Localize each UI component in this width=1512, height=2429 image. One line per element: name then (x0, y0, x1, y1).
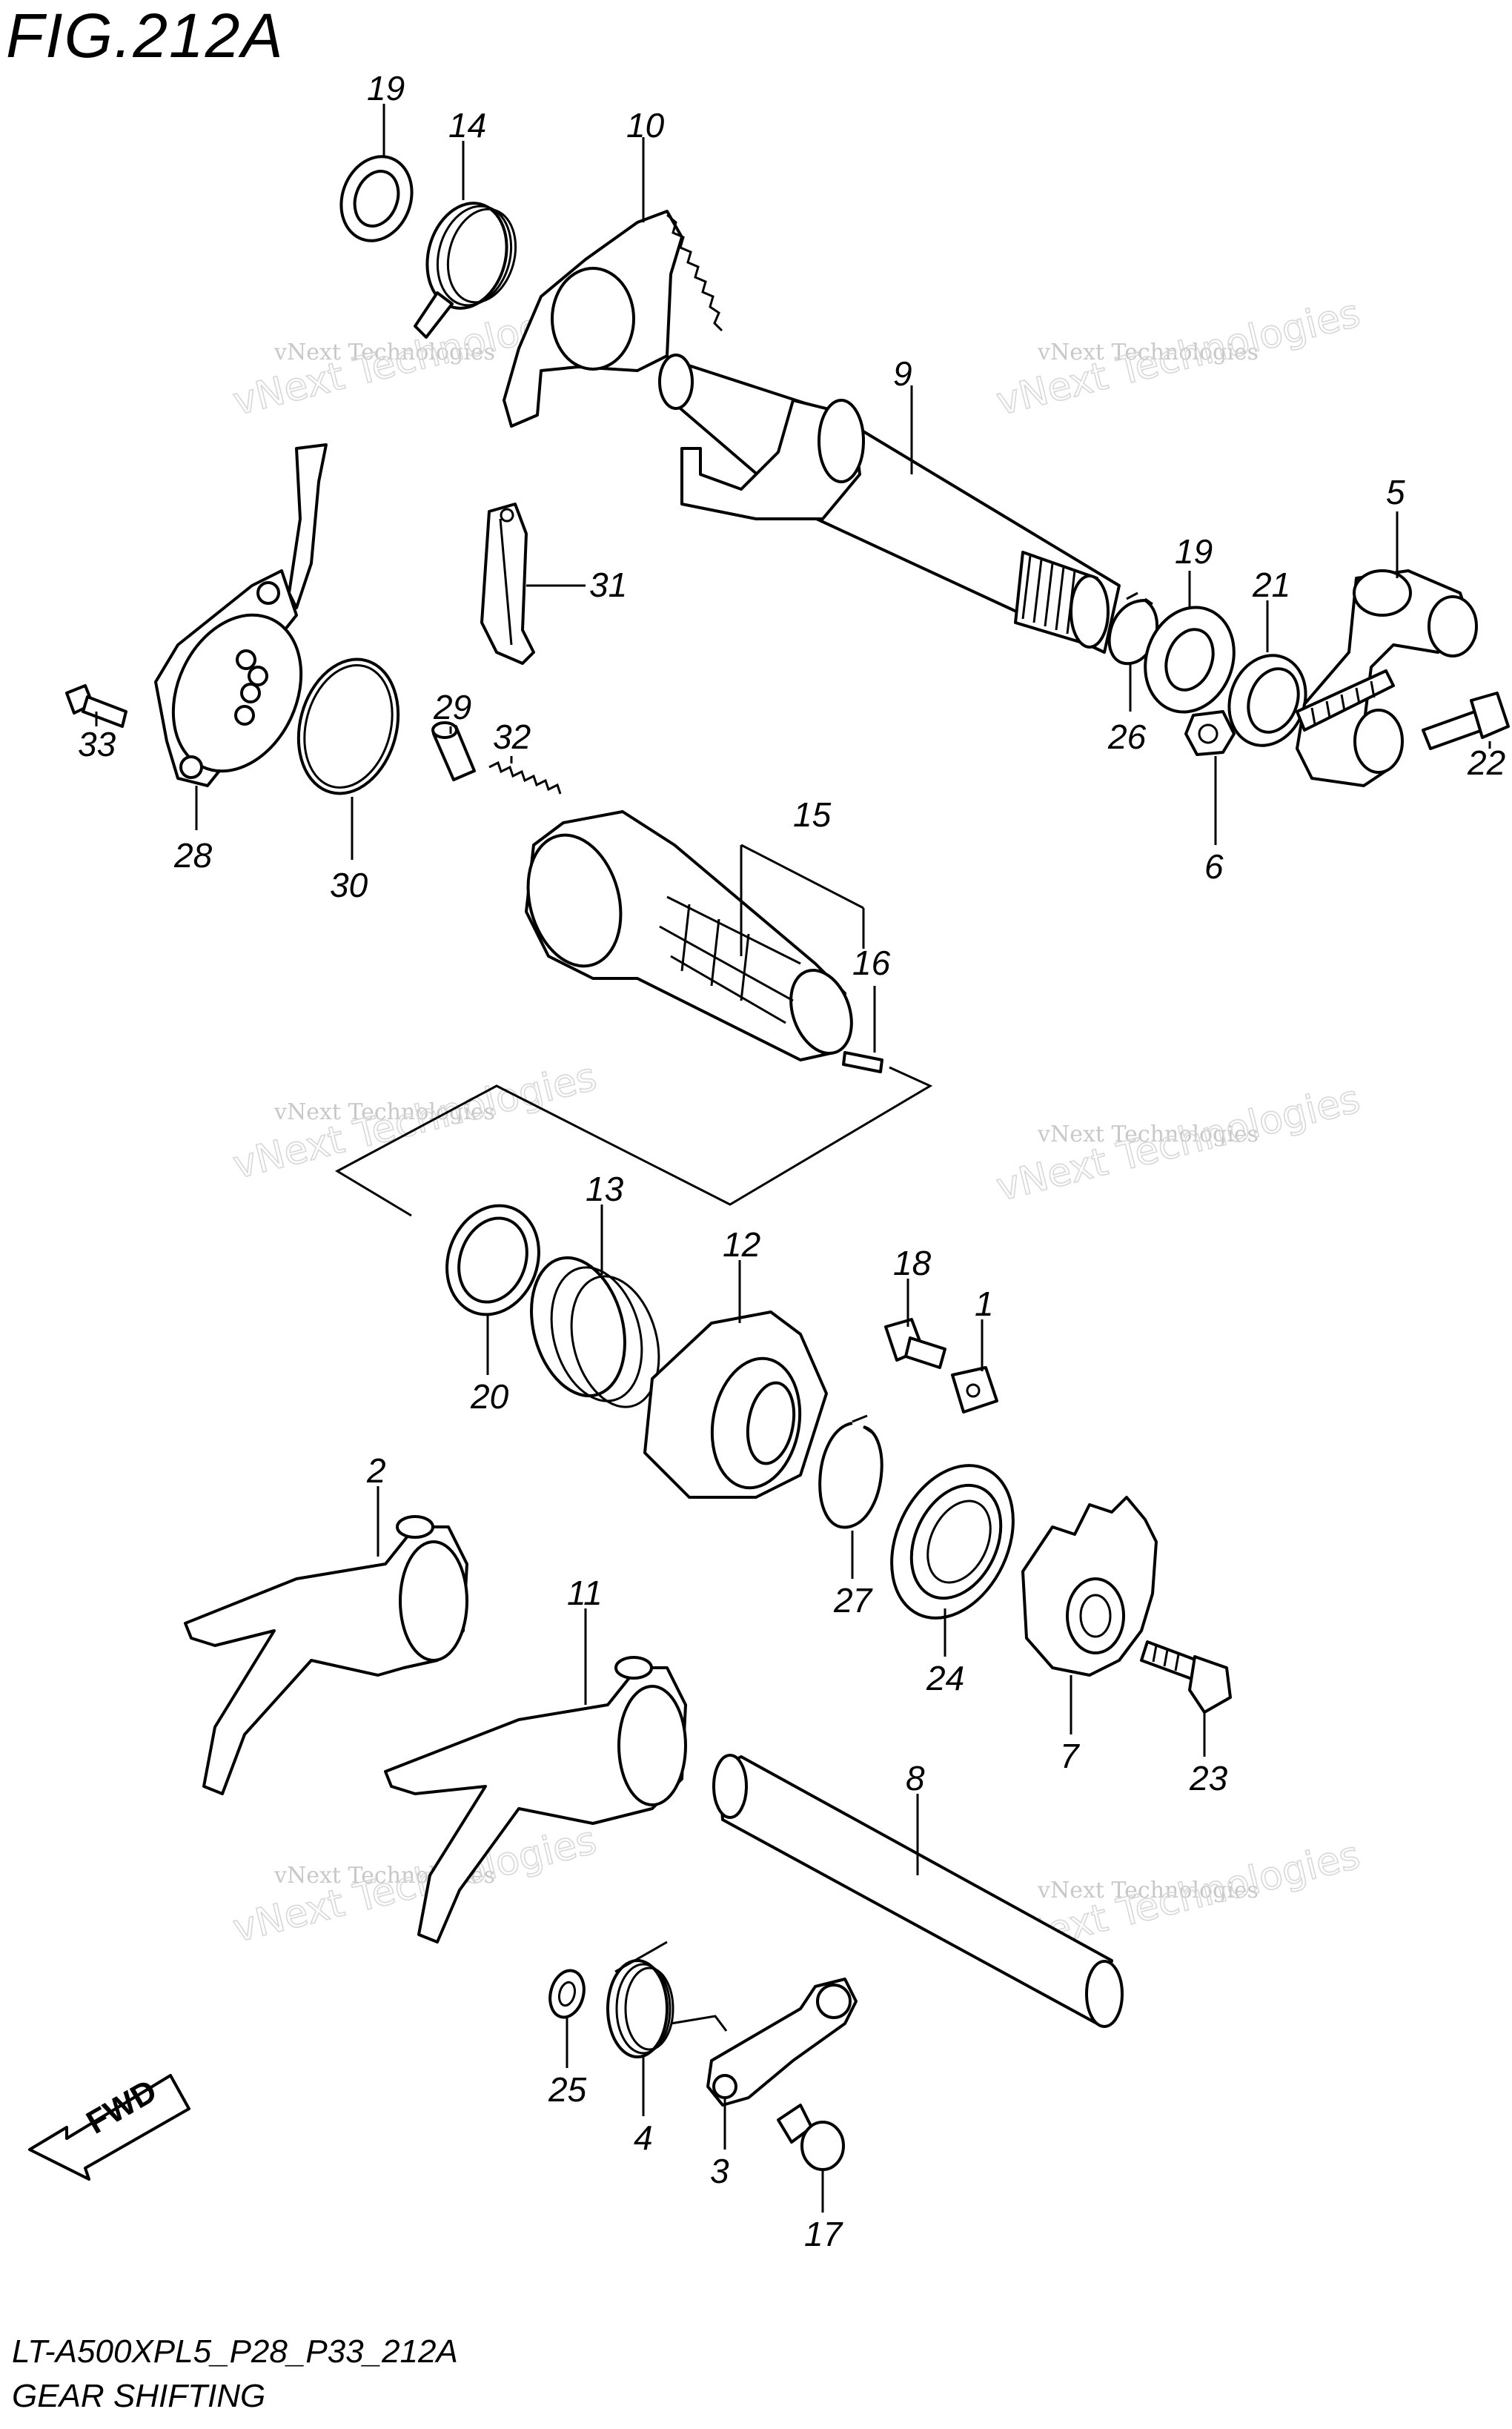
callout-28: 28 (173, 836, 213, 875)
part-31-clip (480, 503, 535, 665)
callout-17: 17 (804, 2215, 843, 2253)
part-28-cover (154, 443, 328, 787)
callout-9: 9 (893, 354, 912, 393)
callout-11: 11 (567, 1574, 603, 1612)
callout-2: 2 (366, 1451, 386, 1490)
callout-29: 29 (433, 688, 471, 726)
callout-19: 19 (367, 69, 405, 107)
part-33-bolt (65, 684, 127, 728)
callout-14: 14 (448, 106, 486, 145)
part-12-cam-driven-gear (643, 1310, 828, 1499)
callout-33: 33 (78, 725, 116, 763)
watermark-text: vNext Technologies (273, 1099, 495, 1125)
callout-21: 21 (1252, 566, 1290, 604)
watermark-text: vNext Technologies (273, 339, 495, 365)
assembly-bracket (334, 844, 933, 1217)
part-1-washer (951, 1366, 998, 1414)
part-7-gear (1021, 1496, 1158, 1677)
part-19-washer (1144, 606, 1236, 714)
callout-32: 32 (493, 718, 531, 756)
part-25-washer (548, 1969, 586, 2019)
callout-1: 1 (975, 1285, 994, 1323)
callout-12: 12 (723, 1225, 760, 1264)
part-8-fork-shaft (712, 1754, 1124, 2028)
callout-4: 4 (634, 2118, 653, 2157)
part-bolt (1296, 669, 1395, 732)
part-20-washer (445, 1204, 540, 1316)
figure-title: FIG.212A (6, 1, 285, 70)
part-19-washer (339, 155, 414, 242)
callout-27: 27 (833, 1581, 873, 1620)
part-30-o-ring (296, 657, 400, 795)
model-code: LT-A500XPL5_P28_P33_212A (12, 2333, 458, 2370)
callout-13: 13 (586, 1170, 624, 1208)
part-11-shift-fork (384, 1656, 687, 1943)
part-32-spring (488, 760, 562, 795)
part-24-bearing (890, 1464, 1015, 1620)
part-27-circlip (818, 1414, 883, 1529)
part-15-shift-cam (525, 810, 853, 1061)
callout-3: 3 (710, 2152, 729, 2190)
fwd-arrow-icon: FWD (28, 2072, 190, 2181)
watermark-text: vNext Technologies (1037, 339, 1259, 365)
part-5-shift-lever (1296, 569, 1478, 787)
callout-23: 23 (1189, 1759, 1228, 1797)
section-name: GEAR SHIFTING (12, 2378, 266, 2414)
part-29-pin (431, 721, 476, 781)
part-9-shift-shaft (658, 354, 1121, 654)
part-6-nut (1184, 710, 1236, 756)
callout-30: 30 (330, 866, 368, 904)
callout-7: 7 (1060, 1737, 1080, 1775)
callout-8: 8 (906, 1759, 925, 1797)
callout-22: 22 (1467, 743, 1505, 782)
callout-25: 25 (548, 2070, 587, 2109)
callout-10: 10 (626, 106, 665, 145)
part-17-bolt (777, 2104, 845, 2171)
callout-24: 24 (926, 1659, 964, 1697)
part-23-bolt (1140, 1640, 1232, 1714)
part-21-oil-seal (1227, 654, 1307, 747)
part-14-spring (414, 202, 517, 339)
watermark-text: vNext Technologies (1037, 1878, 1259, 1903)
callout-26: 26 (1107, 718, 1147, 756)
part-3-stopper-arm (706, 1978, 858, 2107)
callout-5: 5 (1386, 473, 1405, 511)
part-4-spring (606, 1941, 728, 2058)
part-16-pin (842, 1051, 883, 1073)
callout-18: 18 (893, 1244, 932, 1282)
callouts: 19 14 10 9 31 5 19 21 26 6 22 33 28 30 2… (78, 69, 1505, 2253)
part-2-shift-fork (184, 1515, 468, 1795)
watermark-text: vNext Technologies (1037, 1121, 1259, 1147)
callout-6: 6 (1204, 847, 1224, 886)
part-13-spring (530, 1256, 660, 1408)
part-22-bolt (1422, 692, 1510, 750)
leader-lines (95, 104, 1491, 2213)
callout-20: 20 (470, 1377, 509, 1416)
part-10-shift-arm (503, 210, 723, 428)
callout-15: 15 (793, 795, 832, 834)
part-18-bolt (884, 1318, 946, 1369)
callout-16: 16 (852, 944, 891, 982)
callout-19: 19 (1175, 532, 1213, 571)
callout-31: 31 (589, 566, 627, 604)
